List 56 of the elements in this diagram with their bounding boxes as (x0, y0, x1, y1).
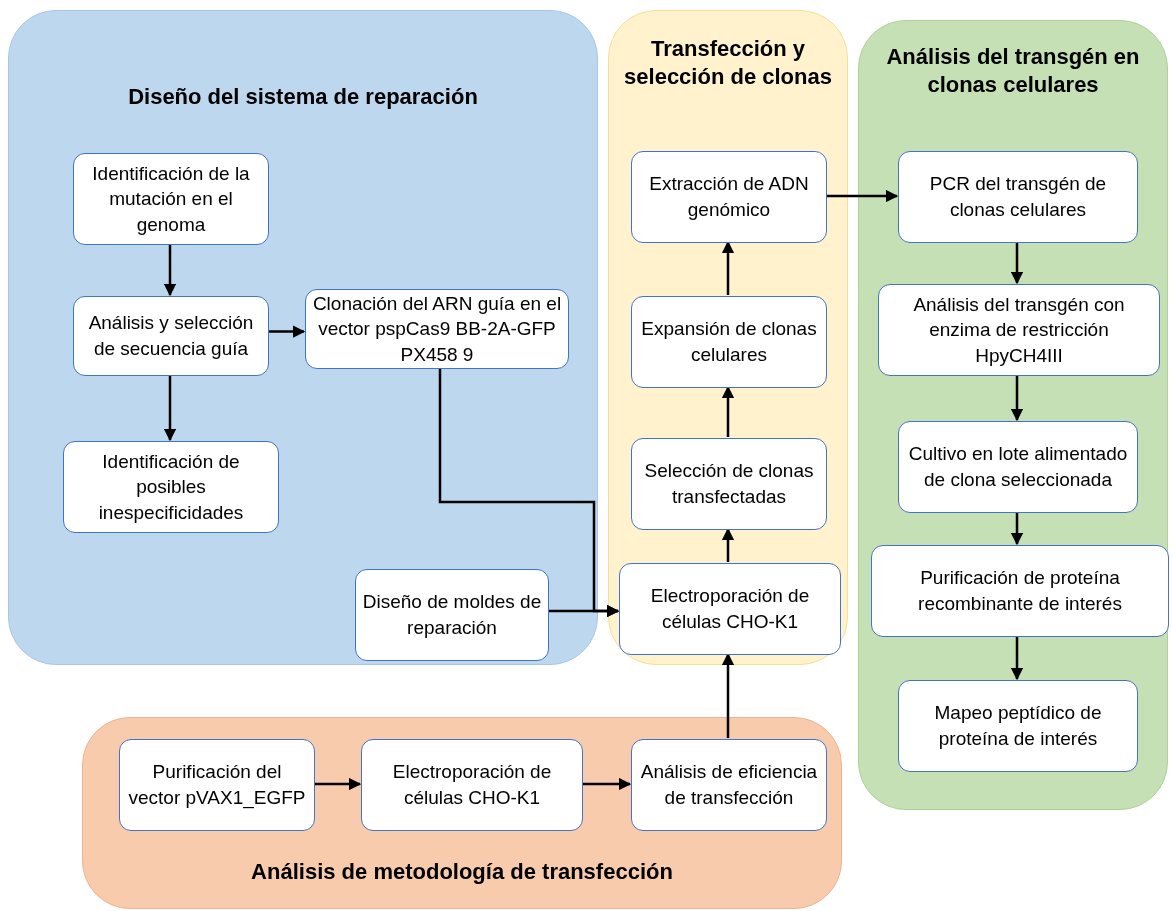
process-box (119, 739, 315, 831)
arrow (1010, 512, 1024, 546)
process-box (898, 421, 1138, 513)
panel-title: Análisis del transgén en clonas celulares (885, 43, 1141, 98)
arrow (721, 652, 735, 738)
process-box (631, 739, 827, 831)
arrow (582, 777, 632, 791)
design-panel (8, 10, 598, 665)
step-text: Selección de clonas transfectadas (643, 459, 815, 509)
step-text: Cultivo en lote alimentado de clona seleccionada (907, 442, 1129, 492)
panel-title: Análisis de metodología de transfección (250, 858, 674, 886)
transfection-panel (608, 10, 848, 665)
step-text: Mapeo peptídico de proteína de interés (933, 701, 1103, 751)
step-text: Diseño de moldes de reparación (362, 590, 542, 640)
step-text: Purificación de proteína recombinante de interés (917, 566, 1123, 616)
step-text: Análisis de eficiencia de transfección (639, 760, 819, 810)
step-text: Análisis y selección de secuencia guía (87, 311, 255, 361)
process-box (878, 284, 1160, 376)
panel-title: Diseño del sistema de reparación (127, 83, 479, 111)
process-box (898, 680, 1138, 772)
process-box (73, 153, 269, 245)
arrow (826, 189, 899, 203)
step-text: Análisis del transgén con enzima de restricción HpyCH4III (912, 292, 1126, 368)
analysis-panel (858, 20, 1168, 810)
step-text: Clonación del ARN guía en el vector pspCas9 BB-2A-GFP PX458 9 (312, 291, 562, 367)
arrow (163, 375, 177, 442)
step-text: Expansión de clonas celulares (640, 317, 818, 367)
step-text: PCR del transgén de clonas celulares (928, 172, 1108, 222)
arrow (1010, 375, 1024, 422)
step-text: Electroporación de células CHO-K1 (391, 760, 553, 810)
panel-title: Transfección y selección de clonas (623, 35, 833, 90)
arrow (163, 244, 177, 297)
process-box (361, 739, 583, 831)
process-box (619, 563, 841, 655)
step-text: Identificación de posibles inespecificidades (97, 449, 245, 525)
process-box (355, 569, 549, 661)
arrow (1010, 242, 1024, 285)
process-box (631, 151, 827, 243)
step-text: Identificación de la mutación en el genoma (91, 161, 251, 237)
arrow (721, 385, 735, 437)
arrow (314, 777, 362, 791)
arrow (721, 527, 735, 562)
step-text: Purificación del vector pVAX1_EGFP (127, 760, 307, 811)
step-text: Electroporación de células CHO-K1 (649, 584, 811, 634)
arrow (548, 604, 620, 618)
process-box (63, 441, 279, 533)
arrow (721, 240, 735, 295)
process-box (631, 296, 827, 388)
process-box (898, 151, 1138, 243)
process-box (73, 296, 269, 376)
arrow (268, 325, 306, 338)
step-text: Extracción de ADN genómico (648, 172, 810, 222)
process-box (871, 545, 1169, 637)
arrow (1010, 636, 1024, 681)
process-box (631, 438, 827, 530)
methodology-panel (82, 717, 842, 909)
